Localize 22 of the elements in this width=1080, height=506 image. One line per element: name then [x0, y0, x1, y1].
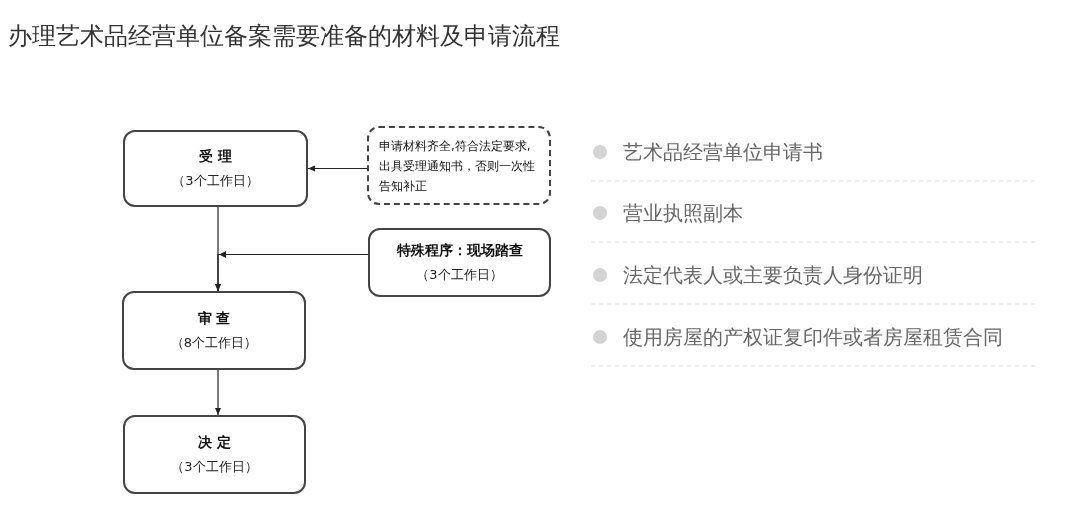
duration-text: （8个工作日）: [170, 333, 258, 352]
title: 办理艺术品经营单位备案需要准备的材料及申请流程: [8, 21, 560, 52]
list-item: 法定代表人或主要负责人身份证明: [623, 262, 923, 289]
list-item: 使用房屋的产权证复印件或者房屋租赁合同: [623, 324, 1003, 351]
list-item: 艺术品经营单位申请书: [623, 139, 823, 166]
duration-text: （3个工作日）: [416, 265, 503, 284]
arrow: [307, 165, 368, 172]
process-box: [123, 415, 306, 494]
step-title: 特殊程序：现场踏查: [396, 241, 523, 260]
step-title: 决 定: [198, 433, 231, 452]
process-box: [123, 130, 308, 207]
duration-text: （3个工作日）: [171, 457, 258, 476]
note-box: [367, 126, 551, 205]
step-title: 受 理: [199, 147, 232, 166]
process-box: [368, 228, 551, 297]
arrow: [215, 369, 221, 416]
note-text: 申请材料齐全,符合法定要求,出具受理通知书，否则一次性告知补正: [379, 137, 536, 195]
list-item: 营业执照副本: [623, 200, 743, 227]
duration-text: （3个工作日）: [172, 171, 259, 190]
step-title: 审 查: [197, 309, 231, 328]
process-box: [122, 291, 306, 370]
arrow: [215, 251, 369, 292]
